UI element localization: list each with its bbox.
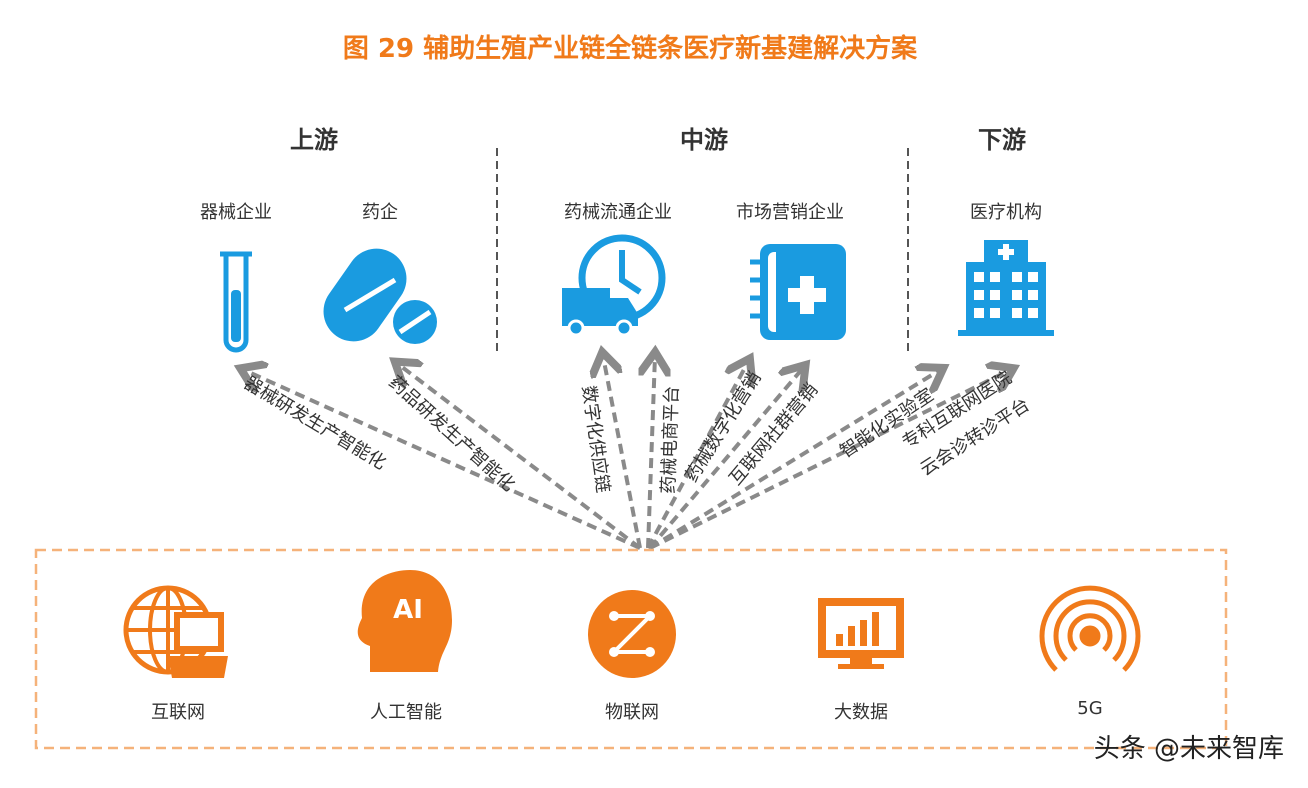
delivery-truck-clock-icon: [562, 234, 666, 337]
medical-institution-label: 医疗机构: [970, 202, 1042, 223]
arrow-social-marketing: [648, 368, 803, 550]
arrow-pharma-rd: [398, 364, 642, 550]
arrow-label: 器械研发生产智能化: [240, 373, 390, 474]
upstream-heading: 上游: [290, 126, 338, 154]
ai-head-icon: AI: [357, 570, 452, 672]
globe-laptop-icon: [123, 585, 228, 678]
medical-notebook-icon: [750, 244, 846, 340]
arrow-digital-marketing: [646, 362, 748, 549]
figure-title: 图 29 辅助生殖产业链全链条医疗新基建解决方案: [342, 34, 918, 64]
svg-text:AI: AI: [393, 595, 423, 625]
bar-chart-monitor-icon: [818, 598, 904, 669]
arrow-internet-hospital: [649, 370, 1010, 550]
distribution-company-label: 药械流通企业: [564, 202, 672, 223]
pill-icon: [323, 248, 437, 344]
tech-iot-label: 物联网: [605, 702, 659, 723]
marketing-company-label: 市场营销企业: [736, 202, 844, 223]
tech-internet-label: 互联网: [151, 702, 205, 723]
arrow-smart-lab: [648, 370, 940, 550]
arrow-label: 药品研发生产智能化: [384, 372, 518, 496]
tech-ai-label: 人工智能: [370, 702, 442, 723]
downstream-heading: 下游: [978, 126, 1026, 154]
arrow-label: 药械电商平台: [658, 385, 683, 494]
iot-icon: [588, 590, 676, 678]
midstream-heading: 中游: [680, 126, 728, 154]
tech-5g-label: 5G: [1077, 698, 1103, 719]
signal-icon: [1039, 585, 1141, 672]
watermark: 头条 @未来智库: [1093, 734, 1284, 764]
technology-box: [34, 548, 1228, 750]
pharma-company-label: 药企: [362, 202, 398, 223]
hospital-icon: [958, 240, 1054, 336]
arrow-label: 数字化供应链: [578, 384, 614, 494]
arrow-ecommerce: [648, 356, 655, 549]
test-tube-icon: [220, 251, 252, 353]
arrow-supply-chain: [603, 356, 642, 549]
tech-bigdata-label: 大数据: [834, 702, 888, 723]
device-company-label: 器械企业: [200, 202, 272, 223]
arrow-device-rd: [244, 370, 641, 550]
